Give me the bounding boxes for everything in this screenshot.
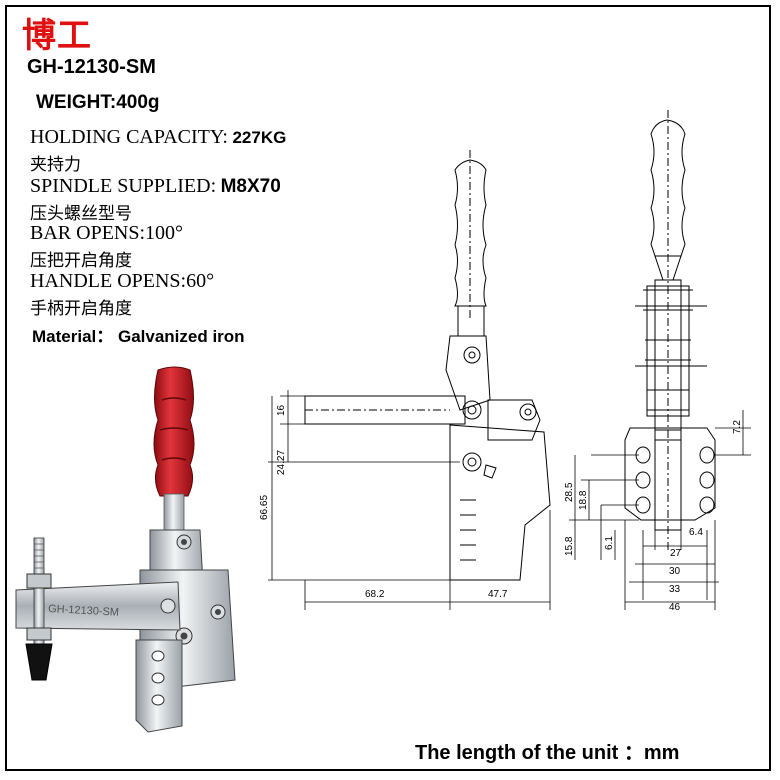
product-frame [5, 5, 771, 771]
dim-18-8: 18.8 [578, 490, 589, 510]
handle-opens-cn: 手柄开启角度 [30, 299, 132, 319]
dim-66-65: 66.65 [259, 495, 270, 520]
holding-capacity-cn: 夹持力 [30, 155, 81, 175]
bar-opens-spec: BAR OPENS:100° [30, 222, 184, 244]
holding-capacity-spec: HOLDING CAPACITY: 227KG [30, 126, 286, 149]
material-spec: Material： Galvanized iron [32, 327, 245, 346]
weight-spec: WEIGHT:400g [36, 92, 160, 113]
dim-68-2: 68.2 [365, 589, 385, 600]
product-photo: GH-12130-SM [15, 366, 236, 733]
holding-capacity-value: 227KG [232, 128, 287, 147]
unit-note: The length of the unit ：mm [415, 742, 680, 764]
dim-46: 46 [669, 602, 681, 610]
holding-capacity-label: HOLDING CAPACITY: [30, 126, 228, 148]
spindle-cn: 压头螺丝型号 [30, 204, 132, 224]
dim-16: 16 [276, 404, 287, 416]
photo-engraving-text: GH-12130-SM [48, 603, 119, 619]
spindle-value: M8X70 [220, 176, 281, 197]
front-view-drawing: 7.2 28.5 18.8 15.8 6.1 6.4 27 30 33 46 [564, 110, 751, 610]
bar-opens-cn: 压把开启角度 [30, 251, 132, 271]
spindle-spec: SPINDLE SUPPLIED: M8X70 [30, 175, 281, 198]
dim-30: 30 [669, 566, 681, 577]
dim-6-4: 6.4 [689, 527, 703, 538]
dim-7-2: 7.2 [732, 420, 743, 434]
dim-33: 33 [669, 584, 681, 595]
side-view-drawing: 16 24.27 66.65 68.2 47.7 [259, 150, 551, 610]
dim-24-27: 24.27 [276, 450, 287, 475]
dim-27: 27 [670, 548, 682, 559]
dim-6-1: 6.1 [604, 536, 615, 550]
model-number: GH-12130-SM [27, 56, 156, 78]
brand-logo: 博工 [22, 16, 92, 56]
handle-opens-spec: HANDLE OPENS:60° [30, 270, 215, 292]
dim-15-8: 15.8 [564, 536, 575, 556]
dim-28-5: 28.5 [564, 482, 575, 502]
spindle-label: SPINDLE SUPPLIED: [30, 175, 217, 197]
dim-47-7: 47.7 [488, 589, 508, 600]
